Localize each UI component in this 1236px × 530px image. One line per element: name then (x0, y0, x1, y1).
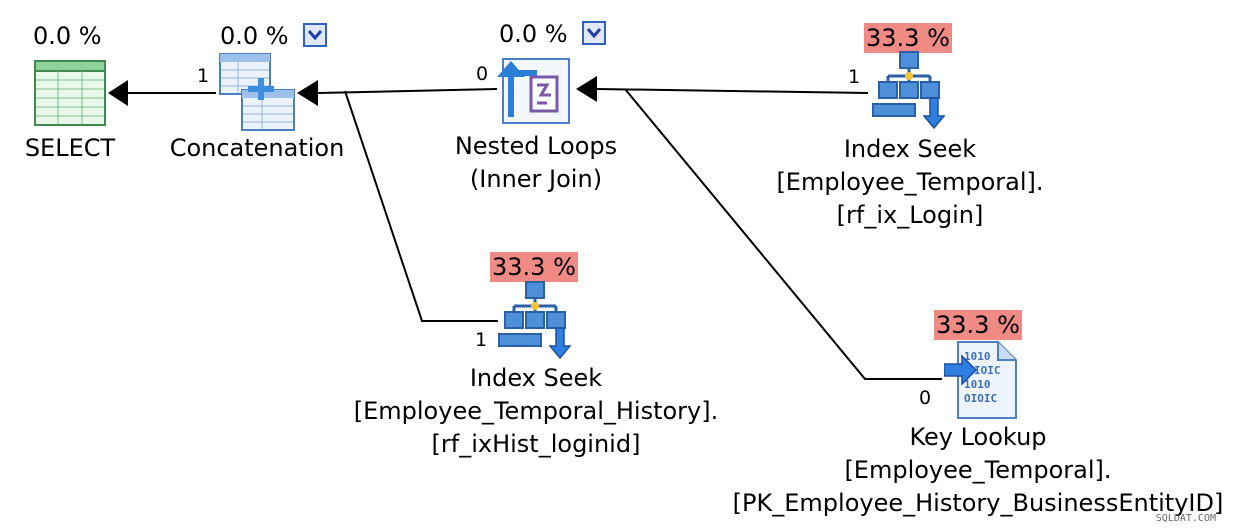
operator-subtitle: (Inner Join) (469, 165, 603, 193)
svg-text:1010: 1010 (964, 378, 991, 391)
svg-text:IOIC: IOIC (974, 364, 1001, 377)
svg-text:OIOIC: OIOIC (964, 392, 997, 405)
index-seek-icon (872, 51, 946, 130)
index-seek-login-cost: 33.3 % (864, 23, 952, 53)
nested-loops-icon (497, 58, 570, 124)
nested-loops-cost: 0.0 % (499, 20, 568, 48)
concatenation-icon (219, 53, 295, 131)
index-seek-login-label: Index Seek [Employee_Temporal]. [rf_ix_L… (760, 133, 1060, 232)
arrowhead-nested-loops (576, 76, 597, 102)
object-name-line1: [Employee_Temporal_History]. (353, 397, 719, 425)
object-name-line1: [Employee_Temporal]. (844, 456, 1112, 484)
concatenation-expand-button[interactable] (303, 23, 327, 47)
concatenation-label: Concatenation (162, 132, 352, 165)
edge-lookup-nested (624, 88, 942, 380)
object-name-line2: [PK_Employee_History_BusinessEntityID] (732, 489, 1224, 517)
operator-name: Index Seek (843, 135, 977, 163)
row-count-label: 1 (848, 66, 861, 88)
watermark: SQLDAT.COM (1155, 513, 1216, 524)
operator-name: SELECT (24, 134, 116, 162)
row-count-label: 1 (197, 65, 210, 87)
operator-name: Nested Loops (454, 132, 618, 160)
object-name-line1: [Employee_Temporal]. (776, 168, 1044, 196)
select-table-icon (34, 60, 106, 126)
svg-text:1010: 1010 (964, 350, 991, 363)
index-seek-history-cost: 33.3 % (490, 252, 578, 282)
operator-name: Concatenation (169, 134, 345, 162)
operator-name: Key Lookup (909, 423, 1047, 451)
edge-nested-concat (317, 88, 498, 94)
row-count-label: 0 (919, 387, 932, 409)
key-lookup-label: Key Lookup [Employee_Temporal]. [PK_Empl… (720, 421, 1236, 520)
edge-history-concat (344, 90, 498, 322)
arrowhead-select (108, 80, 128, 106)
select-cost: 0.0 % (33, 22, 102, 50)
nested-loops-label: Nested Loops (Inner Join) (436, 130, 636, 196)
row-count-label: 0 (476, 63, 489, 85)
object-name-line2: [rf_ix_Login] (836, 201, 984, 229)
object-name-line2: [rf_ixHist_loginid] (431, 430, 641, 458)
chevron-down-icon (586, 28, 602, 39)
key-lookup-cost: 33.3 % (934, 310, 1022, 340)
index-seek-icon (498, 281, 572, 360)
row-count-label: 1 (475, 329, 488, 351)
index-seek-history-label: Index Seek [Employee_Temporal_History]. … (326, 362, 746, 461)
nested-loops-expand-button[interactable] (582, 21, 606, 45)
arrowhead-concatenation (297, 80, 318, 106)
edge-login-nested (596, 88, 869, 94)
operator-name: Index Seek (469, 364, 603, 392)
key-lookup-icon: 1010 IOIC 1010 OIOIC (944, 341, 1017, 419)
select-label: SELECT (10, 132, 130, 165)
concatenation-cost: 0.0 % (220, 22, 289, 50)
chevron-down-icon (307, 30, 323, 41)
